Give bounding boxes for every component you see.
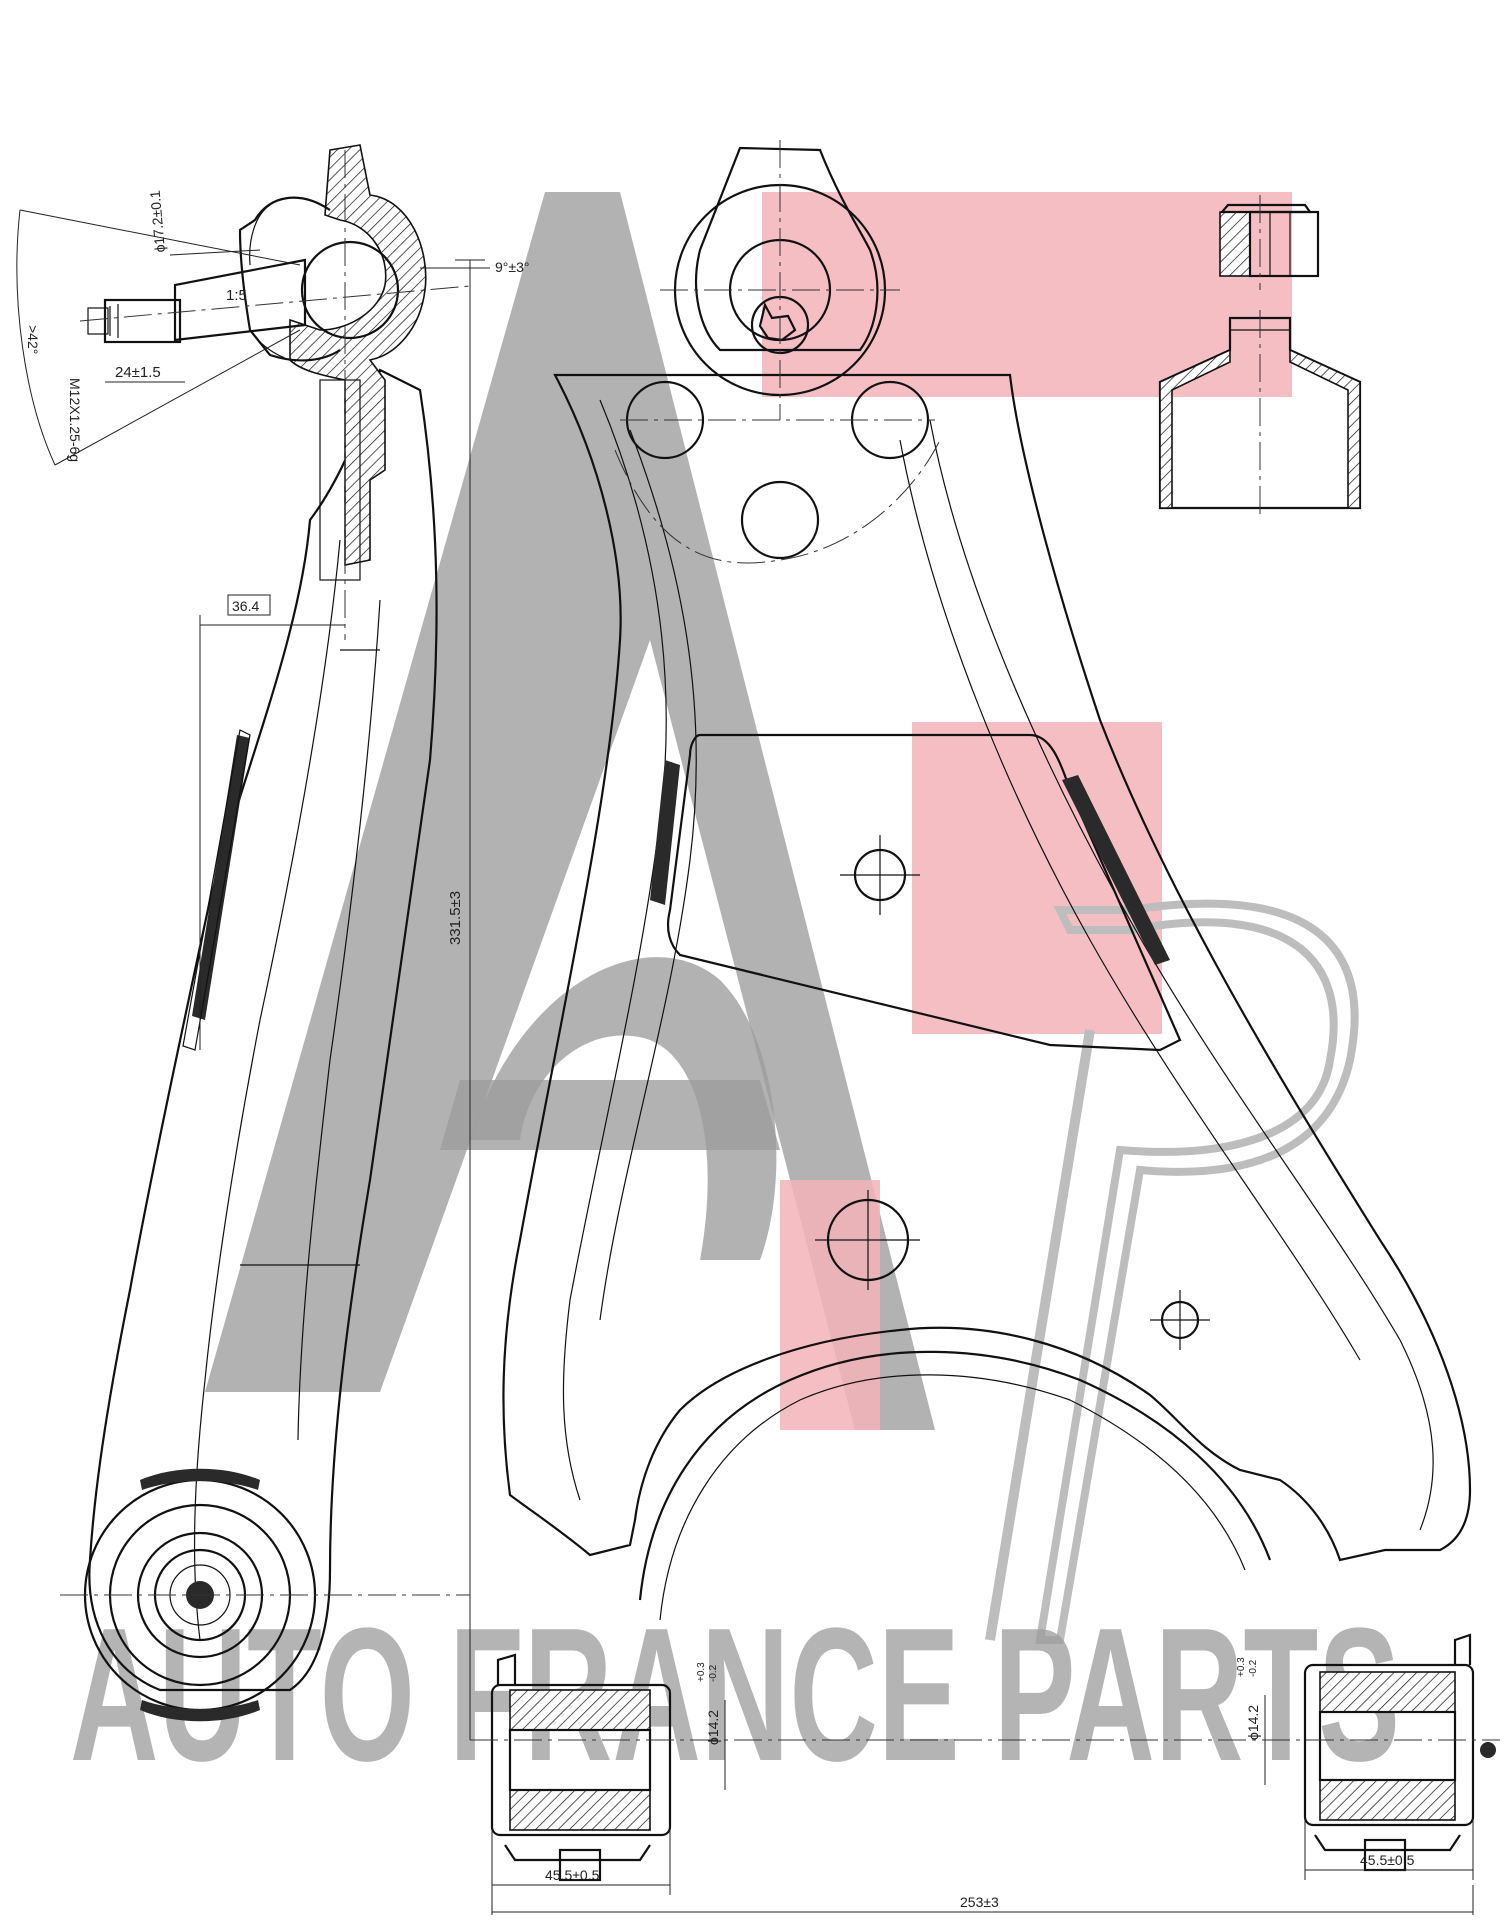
dim-bore-left-tol-upper: +0.3 <box>696 1662 707 1682</box>
watermark-swoosh <box>470 957 777 1260</box>
watermark-letter-a <box>205 192 935 1430</box>
inset-boot <box>1158 310 1362 520</box>
dim-ball-pin-diameter: ϕ17.2±0.1 <box>147 190 168 254</box>
dim-thread-spec: M12X1.25-6g <box>67 378 83 462</box>
ball-joint-boot <box>238 196 341 362</box>
dim-thread-length: 24±1.5 <box>115 364 161 381</box>
dim-height: 331.5±3 <box>447 891 464 945</box>
shield-plate-outline <box>666 733 1182 1052</box>
watermark-letter-p <box>1035 899 1359 1644</box>
side-arm-inner-line-2 <box>297 599 381 1441</box>
bushing-left-sleeve <box>490 1683 672 1837</box>
bushing-right-sleeve <box>1303 1663 1475 1827</box>
arm-inner-contour-right <box>929 419 1434 1531</box>
dim-overall-width: 253±3 <box>960 1894 999 1910</box>
arm-outer-contour <box>502 373 1472 1562</box>
dim-tilt-angle: 9°±3° <box>495 259 529 275</box>
watermark-logo: AUTO FRANCE PARTS <box>70 192 1400 1801</box>
dim-swivel-angle: >42° <box>25 325 41 354</box>
arm-inner-contour-left <box>562 399 667 1501</box>
arm-web-edge <box>638 1350 1272 1601</box>
ball-joint-hub <box>660 140 900 420</box>
dim-bore-left-tol-lower: -0.2 <box>708 1664 719 1682</box>
ball-stud-ball <box>300 240 400 340</box>
shield-plate <box>650 733 1182 1052</box>
side-arm-profile <box>88 368 438 1692</box>
front-view <box>470 140 1500 1882</box>
nut-drawing <box>1219 211 1251 277</box>
side-arm-inner-line <box>193 539 341 1641</box>
ball-stud-thread <box>103 298 182 344</box>
mount-hole-lower <box>740 480 820 560</box>
dim-bore-left: ϕ14.2 <box>705 1710 721 1745</box>
dim-bore-right: ϕ14.2 <box>1245 1705 1261 1740</box>
bushing-left <box>490 1653 672 1882</box>
bushing-right <box>1303 1633 1496 1872</box>
dim-bushing-width-right: 45.5±0.5 <box>1360 1852 1415 1868</box>
dim-bore-right-tol-lower: -0.2 <box>1248 1659 1259 1677</box>
watermark-f-stem <box>780 1180 880 1430</box>
inset-nut <box>1219 195 1320 290</box>
watermark-text: AUTO FRANCE PARTS <box>70 1589 1400 1801</box>
dim-bushing-width-left: 45.5±0.5 <box>545 1867 600 1883</box>
dim-offset: 36.4 <box>232 598 259 614</box>
side-view <box>60 144 471 1722</box>
ball-stud-taper <box>173 258 307 342</box>
side-edge-strip <box>192 735 250 1020</box>
dimensions: ϕ17.2±0.1 1:5 M12X1.25-6g 24±1.5 >42° 9°… <box>16 190 1474 1915</box>
ball-joint-housing <box>289 144 427 566</box>
ball-joint-section <box>79 144 471 640</box>
dim-bore-right-tol-upper: +0.3 <box>1236 1657 1247 1677</box>
hub-lug <box>694 146 879 352</box>
dim-taper-ratio: 1:5 <box>226 287 247 304</box>
